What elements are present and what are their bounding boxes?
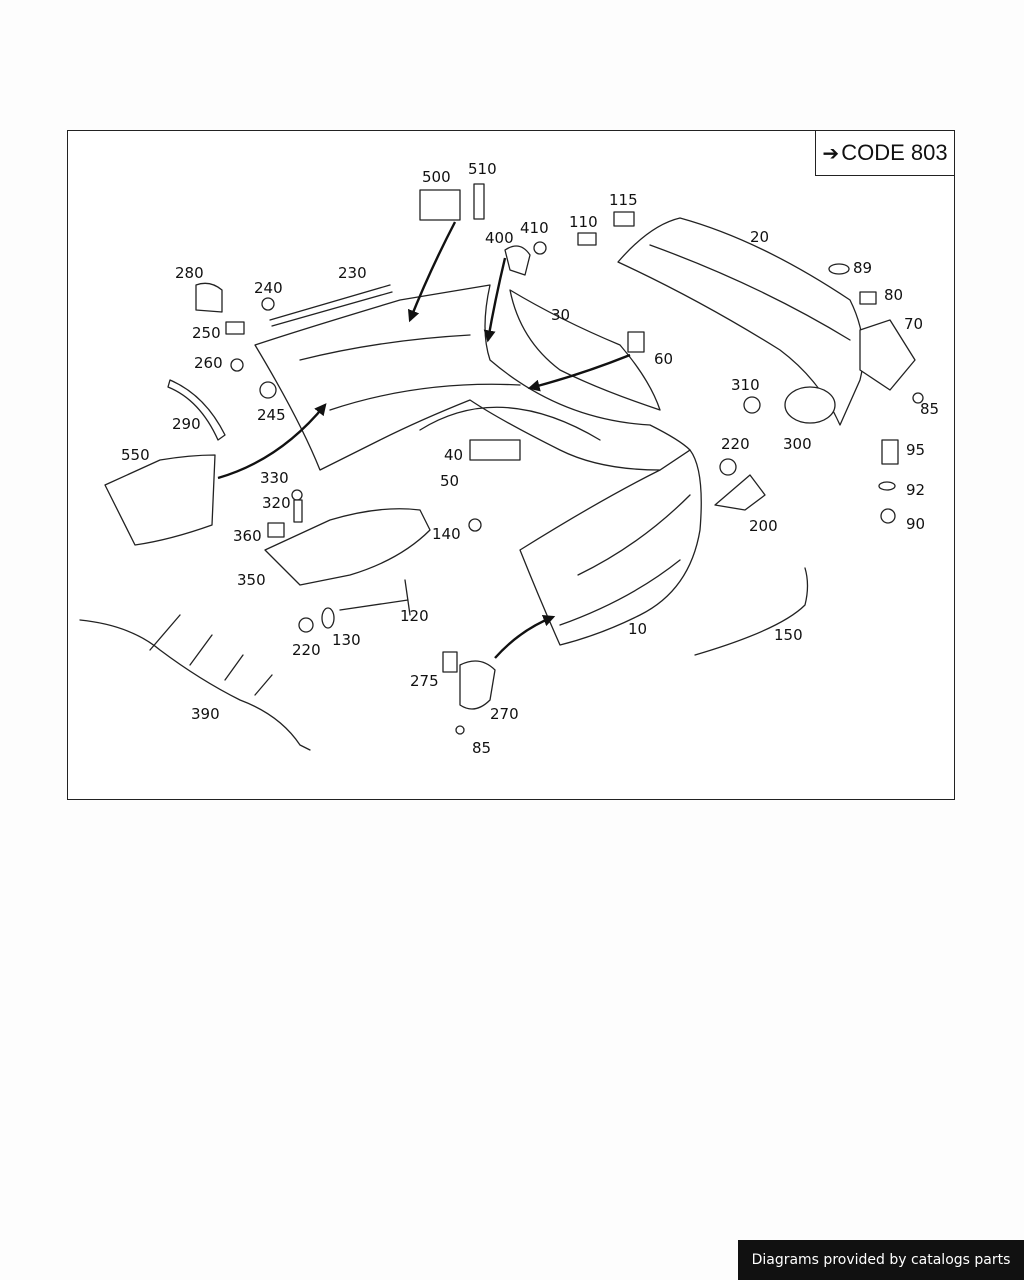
sensor-module-500[interactable] bbox=[419, 189, 461, 221]
screw-90[interactable] bbox=[880, 508, 896, 524]
arrow-400 bbox=[483, 257, 507, 343]
trim-290[interactable] bbox=[167, 379, 226, 441]
footer-credit: Diagrams provided by catalogs parts bbox=[738, 1240, 1024, 1280]
label-240: 240 bbox=[254, 279, 283, 297]
label-410: 410 bbox=[520, 219, 549, 237]
label-300: 300 bbox=[783, 435, 812, 453]
clip-250[interactable] bbox=[225, 321, 245, 335]
label-115: 115 bbox=[609, 191, 638, 209]
label-150: 150 bbox=[774, 626, 803, 644]
arrow-icon: ➔ bbox=[822, 142, 840, 165]
label-500: 500 bbox=[422, 168, 451, 186]
label-60: 60 bbox=[654, 350, 673, 368]
label-110: 110 bbox=[569, 213, 598, 231]
label-310: 310 bbox=[731, 376, 760, 394]
label-120: 120 bbox=[400, 607, 429, 625]
screw-140[interactable] bbox=[468, 518, 482, 532]
panel-550[interactable] bbox=[104, 454, 216, 546]
bumper-cover-part[interactable] bbox=[519, 449, 702, 646]
nut-220[interactable] bbox=[298, 617, 314, 633]
label-130: 130 bbox=[332, 631, 361, 649]
part-115[interactable] bbox=[613, 211, 635, 227]
cover-270[interactable] bbox=[459, 660, 496, 710]
label-30: 30 bbox=[551, 306, 570, 324]
label-330: 330 bbox=[260, 469, 289, 487]
label-260: 260 bbox=[194, 354, 223, 372]
washer-330[interactable] bbox=[291, 489, 303, 501]
part-510[interactable] bbox=[473, 183, 485, 220]
label-70: 70 bbox=[904, 315, 923, 333]
sensor-400[interactable] bbox=[504, 245, 531, 276]
label-40: 40 bbox=[444, 446, 463, 464]
wiring-harness[interactable] bbox=[79, 619, 311, 751]
label-275: 275 bbox=[410, 672, 439, 690]
bracket-70[interactable] bbox=[859, 319, 916, 391]
label-230: 230 bbox=[338, 264, 367, 282]
part-280[interactable] bbox=[195, 282, 223, 313]
label-270: 270 bbox=[490, 705, 519, 723]
grommet-245[interactable] bbox=[259, 381, 277, 399]
part-labels: 10 20 30 40 50 60 70 80 85 89 90 92 95 1… bbox=[121, 160, 939, 757]
strip-230[interactable] bbox=[269, 284, 391, 321]
label-250: 250 bbox=[192, 324, 221, 342]
label-95: 95 bbox=[906, 441, 925, 459]
bracket-40[interactable] bbox=[469, 439, 521, 461]
code-803-box: ➔ CODE 803 bbox=[815, 130, 955, 176]
arrow-550 bbox=[217, 403, 327, 480]
label-400: 400 bbox=[485, 229, 514, 247]
clip-240[interactable] bbox=[261, 297, 275, 311]
label-390: 390 bbox=[191, 705, 220, 723]
label-50: 50 bbox=[440, 472, 459, 490]
arrow-270 bbox=[494, 614, 556, 659]
clip-360[interactable] bbox=[267, 522, 285, 538]
label-245: 245 bbox=[257, 406, 286, 424]
bolt-320[interactable] bbox=[293, 499, 303, 523]
clip-80[interactable] bbox=[859, 291, 877, 305]
label-510: 510 bbox=[468, 160, 497, 178]
label-550: 550 bbox=[121, 446, 150, 464]
strip-150[interactable] bbox=[694, 567, 809, 656]
part-200[interactable] bbox=[714, 474, 766, 511]
label-220b: 220 bbox=[292, 641, 321, 659]
label-80: 80 bbox=[884, 286, 903, 304]
part-300[interactable] bbox=[784, 386, 836, 424]
clip-275[interactable] bbox=[442, 651, 458, 673]
label-280: 280 bbox=[175, 264, 204, 282]
label-92: 92 bbox=[906, 481, 925, 499]
ring-410[interactable] bbox=[533, 241, 547, 255]
label-320: 320 bbox=[262, 494, 291, 512]
shield-350[interactable] bbox=[264, 508, 431, 586]
connector-60[interactable] bbox=[627, 331, 645, 353]
label-85: 85 bbox=[920, 400, 939, 418]
label-10: 10 bbox=[628, 620, 647, 638]
bolt-120[interactable] bbox=[339, 579, 411, 616]
bolt-310[interactable] bbox=[743, 396, 761, 414]
pin-85b[interactable] bbox=[455, 725, 465, 735]
label-89: 89 bbox=[853, 259, 872, 277]
label-360: 360 bbox=[233, 527, 262, 545]
part-110[interactable] bbox=[577, 232, 597, 246]
code-803-label: CODE 803 bbox=[841, 140, 948, 165]
label-140: 140 bbox=[432, 525, 461, 543]
arrow-500 bbox=[407, 221, 457, 323]
clip-89[interactable] bbox=[828, 263, 850, 275]
pin-85[interactable] bbox=[912, 392, 924, 404]
label-85b: 85 bbox=[472, 739, 491, 757]
label-220: 220 bbox=[721, 435, 750, 453]
label-200: 200 bbox=[749, 517, 778, 535]
arrow-60 bbox=[527, 353, 631, 392]
label-290: 290 bbox=[172, 415, 201, 433]
upper-bumper-shell bbox=[254, 284, 691, 471]
label-20: 20 bbox=[750, 228, 769, 246]
label-350: 350 bbox=[237, 571, 266, 589]
washer-92[interactable] bbox=[878, 481, 896, 491]
screw-260[interactable] bbox=[230, 358, 244, 372]
bracket-30[interactable] bbox=[509, 289, 661, 411]
nut-220b[interactable] bbox=[719, 458, 737, 476]
washer-130[interactable] bbox=[321, 607, 335, 629]
holder-95[interactable] bbox=[881, 439, 899, 465]
label-90: 90 bbox=[906, 515, 925, 533]
